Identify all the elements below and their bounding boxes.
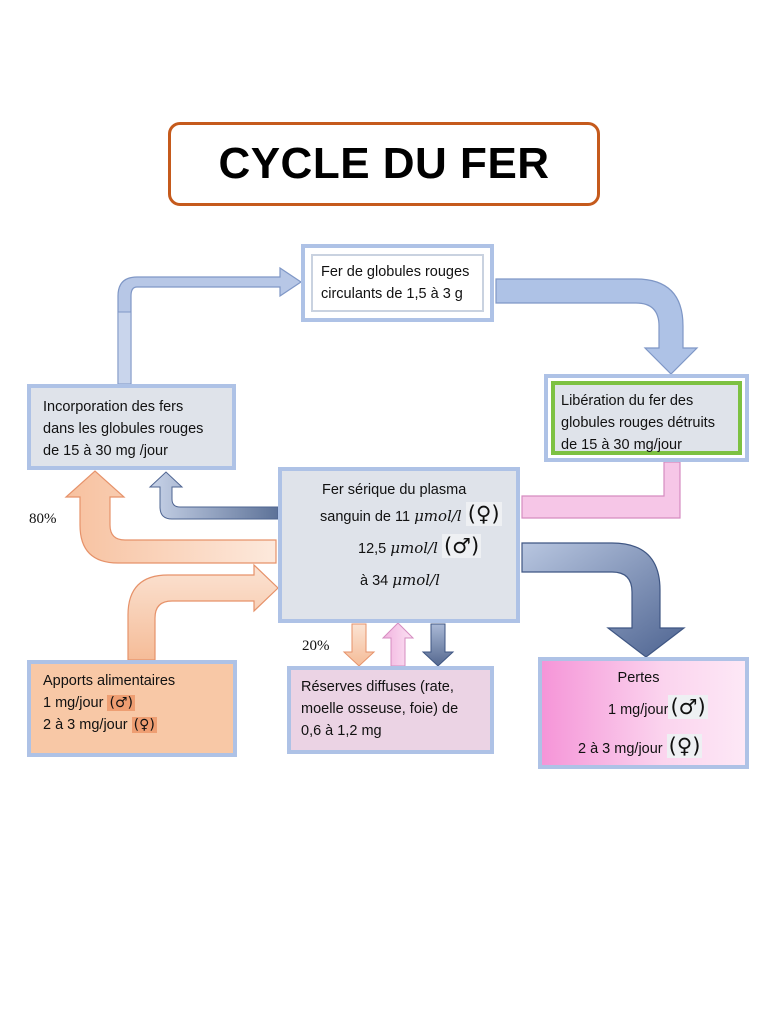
arrow-reserves-to-plasma xyxy=(381,622,415,667)
incorporation-line-3: de 15 à 30 mg /jour xyxy=(43,443,168,459)
reserves-line-1: Réserves diffuses (rate, xyxy=(301,679,454,695)
liberation-line-3: de 15 à 30 mg/jour xyxy=(561,437,682,453)
intake-male-amount: 1 mg/jour xyxy=(43,695,108,711)
male-symbol: (♂) xyxy=(441,534,482,558)
box-circulating-iron: Fer de globules rouges circulants de 1,5… xyxy=(301,244,494,322)
male-symbol: (♂) xyxy=(107,695,135,711)
arrow-incorporation-to-circulating xyxy=(117,266,303,385)
intake-female-amount: 2 à 3 mg/jour xyxy=(43,717,132,733)
arrow-plasma-to-reserves-20 xyxy=(342,623,376,667)
female-symbol: (♀) xyxy=(666,734,703,758)
page-title: CYCLE DU FER xyxy=(218,139,550,188)
box-dietary-intake: Apports alimentaires 1 mg/jour (♂) 2 à 3… xyxy=(27,660,237,757)
male-symbol: (♂) xyxy=(668,695,708,719)
losses-line-1: 1 mg/jour(♂) xyxy=(550,689,737,728)
plasma-range-high: à 34 xyxy=(360,573,393,589)
intake-title: Apports alimentaires xyxy=(43,673,176,689)
incorporation-line-1: Incorporation des fers xyxy=(43,399,184,415)
arrow-intake-to-plasma xyxy=(127,563,279,661)
title-box: CYCLE DU FER xyxy=(168,122,600,206)
arrow-circulating-to-liberation xyxy=(495,278,699,375)
plasma-range-male: 12,5 xyxy=(358,541,391,557)
incorporation-line-2: dans les globules rouges xyxy=(43,421,204,437)
arrow-stem-highlight xyxy=(117,311,132,385)
percent-20-label: 20% xyxy=(302,638,330,654)
reserves-line-2: moelle osseuse, foie) de xyxy=(301,701,459,717)
plasma-unit-1: μmol/l xyxy=(414,507,462,525)
arrow-plasma-to-incorporation-80 xyxy=(64,470,277,564)
losses-female-amount: 2 à 3 mg/jour xyxy=(578,741,663,757)
box-losses: Pertes 1 mg/jour(♂) 2 à 3 mg/jour (♀) xyxy=(538,657,749,769)
losses-title: Pertes xyxy=(617,670,660,686)
percent-80-label: 80% xyxy=(29,511,57,527)
arrow-plasma-to-incorporation xyxy=(148,471,279,520)
female-symbol: (♀) xyxy=(131,717,157,733)
reserves-line-3: 0,6 à 1,2 mg xyxy=(301,723,382,739)
intake-line-1: 1 mg/jour (♂) xyxy=(43,692,223,714)
plasma-line-3: 12,5 μmol/l (♂) xyxy=(288,530,510,565)
liberation-line-2: globules rouges détruits xyxy=(561,415,715,431)
box-serum-iron: Fer sérique du plasma sanguin de 11 μmol… xyxy=(278,467,520,623)
circulating-line-1: Fer de globules rouges xyxy=(321,264,470,280)
intake-line-2: 2 à 3 mg/jour (♀) xyxy=(43,714,223,736)
liberation-line-1: Libération du fer des xyxy=(561,393,694,409)
arrow-plasma-to-losses xyxy=(521,542,686,658)
box-incorporation: Incorporation des fers dans les globules… xyxy=(27,384,236,470)
plasma-line-4: à 34 μmol/l xyxy=(288,565,510,596)
circulating-line-2: circulants de 1,5 à 3 g xyxy=(321,286,463,302)
plasma-line-1: Fer sérique du plasma xyxy=(322,482,467,498)
arrow-plasma-to-reserves-dark xyxy=(421,623,455,667)
losses-male-amount: 1 mg/jour xyxy=(608,702,669,718)
box-reserves: Réserves diffuses (rate, moelle osseuse,… xyxy=(287,666,494,754)
plasma-line-2: sanguin de 11 μmol/l (♀) xyxy=(288,501,510,530)
box-liberation: Libération du fer des globules rouges dé… xyxy=(544,374,749,462)
plasma-range-low: sanguin de 11 xyxy=(320,509,415,525)
arrow-liberation-to-plasma xyxy=(521,461,681,519)
female-symbol: (♀) xyxy=(465,502,502,526)
plasma-unit-3: μmol/l xyxy=(392,571,440,589)
losses-line-2: 2 à 3 mg/jour (♀) xyxy=(550,728,737,767)
plasma-unit-2: μmol/l xyxy=(390,539,438,557)
